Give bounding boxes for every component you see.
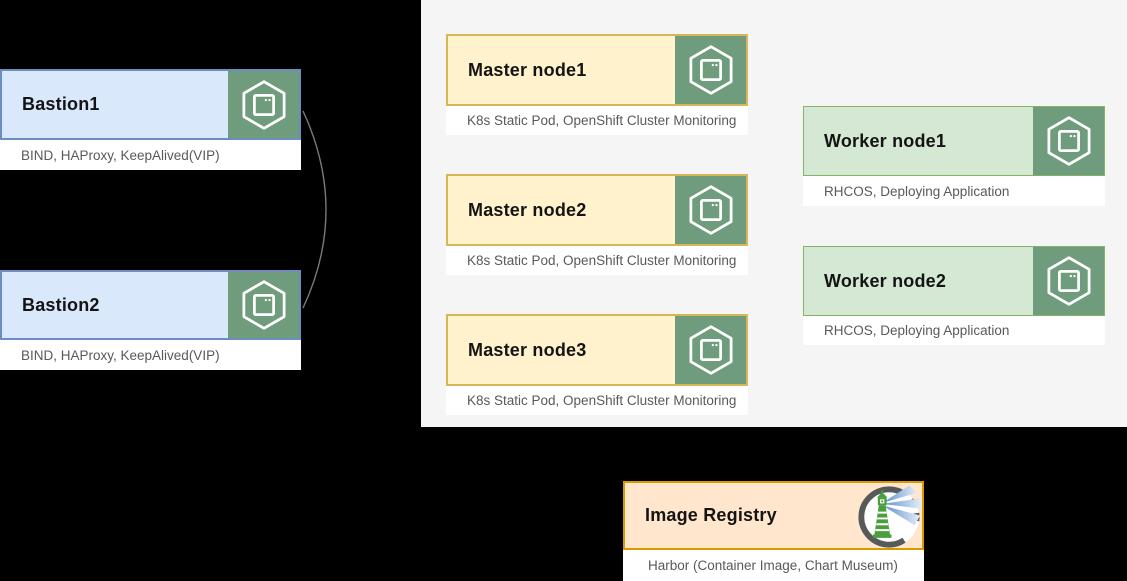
hexagon-node-icon	[228, 272, 299, 338]
bastion1-box: Bastion1	[0, 69, 301, 140]
bastion2-box: Bastion2	[0, 270, 301, 340]
bastion1-node: Bastion1 BIND, HAProxy, KeepAlived(VIP)	[0, 69, 301, 170]
hexagon-node-icon	[675, 316, 746, 384]
node-sublabel: BIND, HAProxy, KeepAlived(VIP)	[21, 147, 220, 163]
worker-node1: Worker node1 RHCOS, Deploying Applicatio…	[803, 106, 1105, 207]
hexagon-node-icon	[675, 176, 746, 244]
node-title: Bastion1	[22, 94, 100, 114]
node-title: Worker node2	[824, 270, 947, 291]
node-sublabel: Harbor (Container Image, Chart Museum)	[648, 558, 898, 573]
node-sublabel: BIND, HAProxy, KeepAlived(VIP)	[21, 347, 220, 363]
master-node3-box: Master node3	[446, 314, 748, 386]
worker-node2: Worker node2 RHCOS, Deploying Applicatio…	[803, 246, 1105, 346]
bastion2-strip: BIND, HAProxy, KeepAlived(VIP)	[0, 340, 301, 370]
worker-node2-box: Worker node2	[803, 246, 1105, 316]
node-sublabel: K8s Static Pod, OpenShift Cluster Monito…	[467, 113, 737, 128]
node-sublabel: K8s Static Pod, OpenShift Cluster Monito…	[467, 393, 737, 408]
node-title: Image Registry	[645, 505, 777, 525]
hexagon-node-icon	[1033, 247, 1104, 315]
hexagon-node-icon	[1033, 107, 1104, 175]
hexagon-node-icon	[675, 36, 746, 104]
node-title: Master node1	[468, 59, 587, 80]
node-title: Bastion2	[22, 294, 100, 315]
worker-node2-strip: RHCOS, Deploying Application	[803, 316, 1105, 345]
node-title: Worker node1	[824, 130, 947, 151]
master-node3: Master node3 K8s Static Pod, OpenShift C…	[446, 314, 748, 415]
bastion1-strip: BIND, HAProxy, KeepAlived(VIP)	[0, 140, 301, 170]
node-title: Master node3	[468, 339, 587, 360]
master-node3-strip: K8s Static Pod, OpenShift Cluster Monito…	[446, 386, 748, 415]
master-node2: Master node2 K8s Static Pod, OpenShift C…	[446, 174, 748, 275]
master-node1: Master node1 K8s Static Pod, OpenShift C…	[446, 34, 748, 135]
master-node1-strip: K8s Static Pod, OpenShift Cluster Monito…	[446, 106, 748, 135]
master-node1-box: Master node1	[446, 34, 748, 106]
image-registry-box: Image Registry	[623, 481, 924, 550]
master-node2-strip: K8s Static Pod, OpenShift Cluster Monito…	[446, 246, 748, 275]
node-sublabel: RHCOS, Deploying Application	[824, 323, 1010, 338]
harbor-lighthouse-logo-icon	[856, 484, 922, 550]
image-registry-strip: Harbor (Container Image, Chart Museum)	[623, 550, 924, 581]
worker-node1-box: Worker node1	[803, 106, 1105, 176]
master-node2-box: Master node2	[446, 174, 748, 246]
node-title: Master node2	[468, 199, 587, 220]
node-sublabel: K8s Static Pod, OpenShift Cluster Monito…	[467, 253, 737, 268]
hexagon-node-icon	[228, 71, 299, 138]
worker-node1-strip: RHCOS, Deploying Application	[803, 176, 1105, 206]
image-registry-node: Image Registry	[623, 481, 924, 581]
node-sublabel: RHCOS, Deploying Application	[824, 183, 1010, 199]
bastion2-node: Bastion2 BIND, HAProxy, KeepAlived(VIP)	[0, 270, 301, 370]
